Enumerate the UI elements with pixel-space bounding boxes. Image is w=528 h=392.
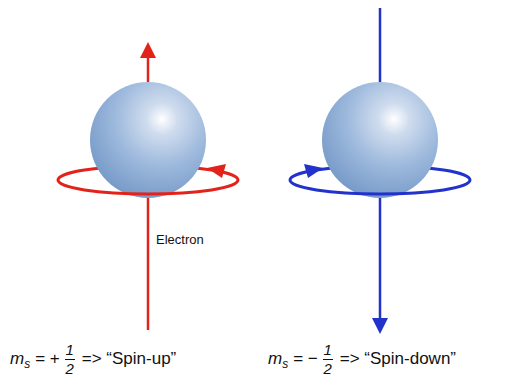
subscript: s bbox=[24, 357, 30, 371]
denominator: 2 bbox=[324, 361, 332, 377]
fraction-bar bbox=[323, 359, 333, 360]
numerator: 1 bbox=[324, 342, 332, 358]
subscript: s bbox=[282, 357, 288, 371]
denominator: 2 bbox=[66, 361, 74, 377]
operator: = + bbox=[35, 349, 60, 369]
numerator: 1 bbox=[66, 342, 74, 358]
quantum-symbol: m bbox=[10, 349, 24, 369]
fraction-bar bbox=[65, 359, 75, 360]
quantum-symbol: m bbox=[268, 349, 282, 369]
fraction: 12 bbox=[65, 342, 75, 377]
electron-sphere bbox=[90, 82, 206, 198]
rotation-ring-front bbox=[58, 180, 238, 194]
spin-formula: ms= −12=> “Spin-down” bbox=[268, 342, 456, 377]
part-label: Electron bbox=[154, 232, 206, 247]
rotation-arrowhead bbox=[304, 164, 323, 178]
rotation-ring-front bbox=[290, 180, 470, 194]
spin-formula: ms= +12=> “Spin-up” bbox=[10, 342, 176, 377]
spin-name: => “Spin-down” bbox=[340, 349, 456, 369]
spin-name: => “Spin-up” bbox=[82, 349, 177, 369]
axis-arrowhead bbox=[372, 318, 388, 334]
rotation-arrowhead bbox=[207, 164, 226, 178]
axis-arrowhead bbox=[140, 42, 156, 58]
operator: = − bbox=[293, 349, 318, 369]
electron-sphere bbox=[322, 82, 438, 198]
fraction: 12 bbox=[323, 342, 333, 377]
